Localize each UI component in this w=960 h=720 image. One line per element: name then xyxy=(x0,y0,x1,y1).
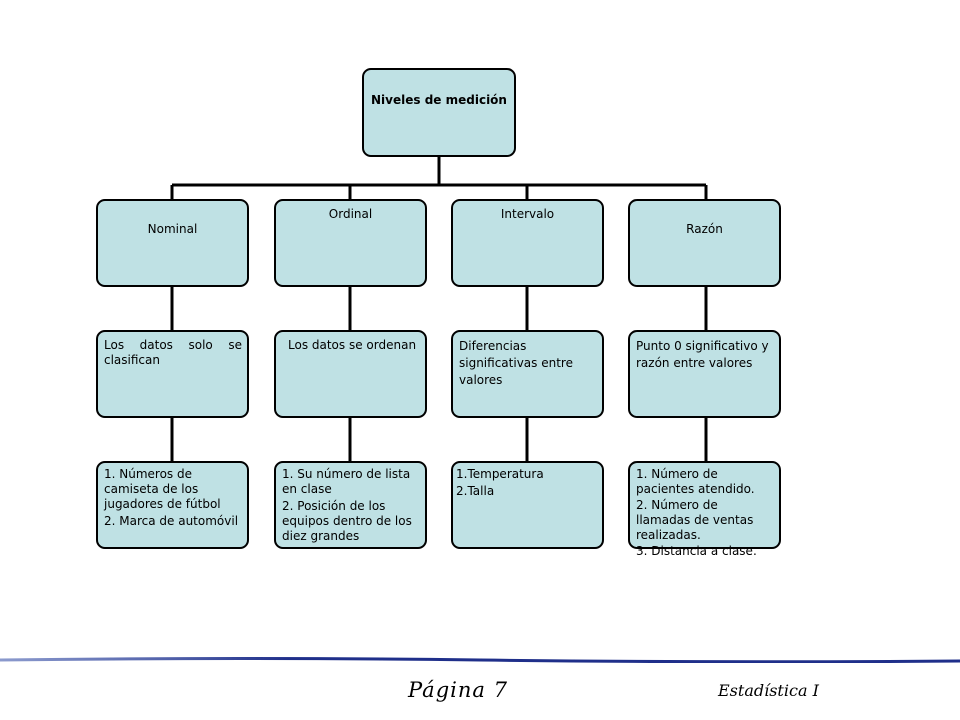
example-item: 1. Números de camiseta de los jugadores … xyxy=(104,467,221,511)
example-item: 1.Temperatura xyxy=(456,467,544,481)
examples-node-nominal: 1. Números de camiseta de los jugadores … xyxy=(96,461,249,549)
page-number: Página 7 xyxy=(408,678,508,702)
level-node-razon: Razón xyxy=(628,199,781,287)
level-node-ordinal: Ordinal xyxy=(274,199,427,287)
description-node-razon: Punto 0 significativo y razón entre valo… xyxy=(628,330,781,418)
example-item: 1. Número de pacientes atendido. xyxy=(636,467,755,496)
level-label: Nominal xyxy=(147,222,198,236)
examples-node-ordinal: 1. Su número de lista en clase 2. Posici… xyxy=(274,461,427,549)
example-item: 1. Su número de lista en clase xyxy=(282,467,411,496)
example-item: 3. Distancia a clase. xyxy=(636,544,757,558)
level-node-intervalo: Intervalo xyxy=(451,199,604,287)
footer-rule xyxy=(0,657,960,663)
level-label: Razón xyxy=(686,222,723,236)
description-node-intervalo: Diferencias significativas entre valores xyxy=(451,330,604,418)
root-node: Niveles de medición xyxy=(362,68,516,157)
examples-node-intervalo: 1.Temperatura 2.Talla xyxy=(451,461,604,549)
description-text: Los datos solo se clasifican xyxy=(104,338,242,367)
description-text: Diferencias significativas entre valores xyxy=(459,339,573,387)
level-label: Intervalo xyxy=(500,207,555,221)
example-item: 2.Talla xyxy=(456,484,495,498)
root-label: Niveles de medición xyxy=(371,93,507,107)
subject-label: Estadística I xyxy=(718,681,819,700)
example-item: 2. Marca de automóvil xyxy=(104,514,239,528)
description-text: Punto 0 significativo y razón entre valo… xyxy=(636,339,769,370)
description-node-ordinal: Los datos se ordenan xyxy=(274,330,427,418)
description-node-nominal: Los datos solo se clasifican xyxy=(96,330,249,418)
level-node-nominal: Nominal xyxy=(96,199,249,287)
example-item: 2. Número de llamadas de ventas realizad… xyxy=(636,498,754,542)
examples-node-razon: 1. Número de pacientes atendido. 2. Núme… xyxy=(628,461,781,558)
description-text: Los datos se ordenan xyxy=(288,338,417,352)
level-label: Ordinal xyxy=(328,207,373,221)
example-item: 2. Posición de los equipos dentro de los… xyxy=(282,499,412,543)
